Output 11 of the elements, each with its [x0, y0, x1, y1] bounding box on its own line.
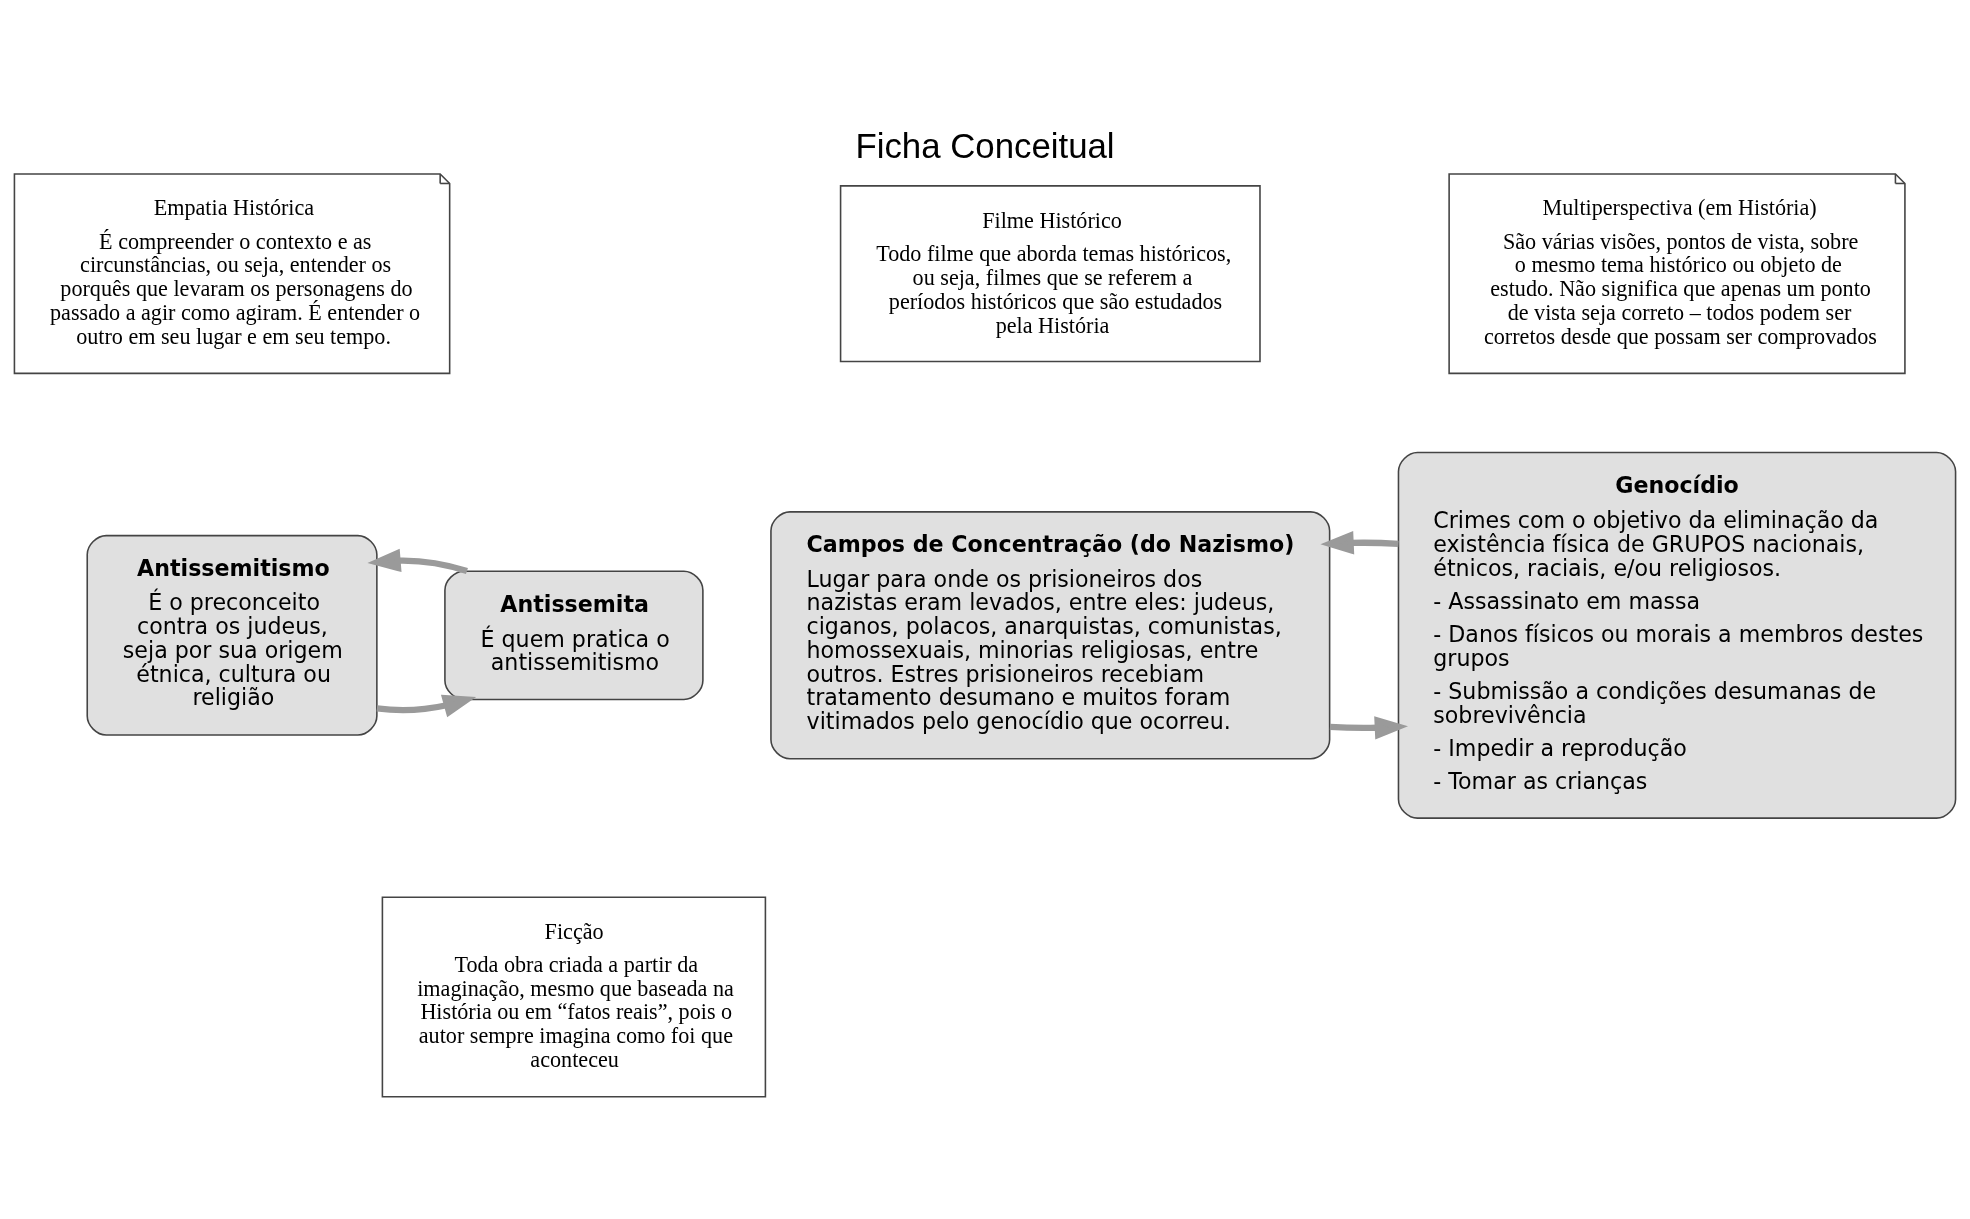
arrow	[367, 548, 468, 574]
node-box: Antissemitismo É o preconceito contra os judeus, seja por sua origem étnica, cultura ou religião	[86, 534, 378, 736]
node-box: Genocídio Crimes com o objetivo da eliminação da existência física de GRUPOS nacionais, étnicos, raciais, e/ou religiosos. - Assassinato em massa - Danos físicos ou morais a membros destes grupos - Submissão a condições desumanas de sobrevivência - Impedir a reprodução - Tomar as crianças	[1397, 451, 1957, 819]
node-box: Filme Histórico Todo filme que aborda temas históricos, ou seja, filmes que se referem a períodos históricos que são estudados pela História	[839, 184, 1261, 362]
node-box: Ficção Toda obra criada a partir da imaginação, mesmo que baseada na História ou em “fatos reais”, pois o autor sempre imagina como foi que aconteceu	[381, 895, 767, 1097]
arrow	[1320, 530, 1399, 554]
node-box: Antissemita É quem pratica o antissemitismo	[444, 569, 704, 700]
node-box: Campos de Concentração (do Nazismo) Lugar para onde os prisioneiros dos nazistas eram levados, entre eles: judeus, ciganos, polacos, anarquistas, comunistas, homossexuais, minorias religiosas, entre outros. Estres prisioneiros recebiam tratamento desumano e muitos foram vitimados pelo genocídio que ocorreu.	[770, 510, 1331, 760]
diagram-title: Ficha Conceitual	[855, 125, 1115, 165]
arrow	[376, 694, 477, 717]
arrow	[1329, 715, 1408, 739]
